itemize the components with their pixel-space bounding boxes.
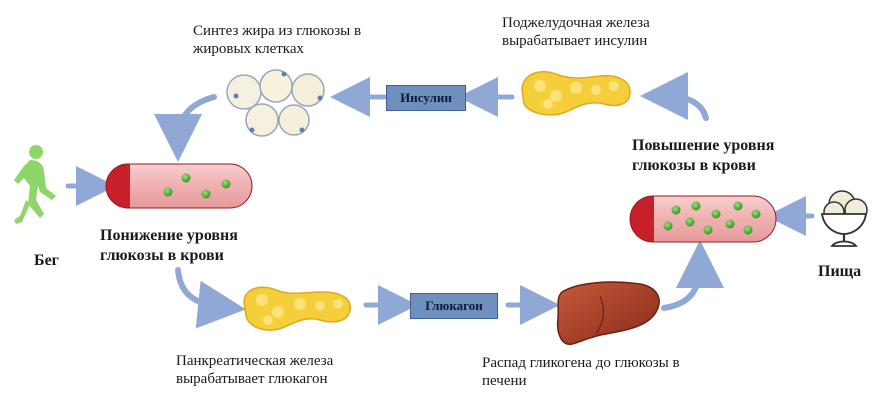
- blood-vessel-high: [629, 195, 777, 243]
- flow-arrows: [65, 72, 815, 329]
- glycogen-breakdown-caption: Распад гликогена до глюкозы в печени: [482, 355, 680, 389]
- ice-cream-icon: [820, 190, 868, 247]
- runner-icon: [14, 145, 56, 224]
- liver-organ: [556, 281, 660, 345]
- glucose-drop-caption: Понижение уровня глюкозы в крови: [100, 227, 238, 264]
- insulin-label: Инсулин: [400, 90, 452, 105]
- pancreas-insulin-caption: Поджелудочная железа вырабатывает инсули…: [502, 15, 650, 49]
- pancreas-glucagon-caption: Панкреатическая железа вырабатывает глюк…: [176, 353, 334, 387]
- arrow-rise-to-pancreas-insulin: [640, 72, 709, 121]
- food-caption: Пища: [818, 263, 862, 280]
- arrow-vessel-to-pancreas-glucagon: [175, 267, 246, 329]
- arrow-fat-cells-to-vessel: [154, 94, 217, 162]
- running-caption: Бег: [34, 252, 59, 269]
- fat-synthesis-caption: Синтез жира из глюкозы в жировых клетках: [193, 23, 362, 57]
- pancreas-glucagon-organ: [243, 286, 351, 331]
- fat-cells: [226, 69, 325, 137]
- arrow-liver-to-vessel: [661, 240, 724, 311]
- blood-vessel-low: [105, 163, 253, 209]
- glucagon-label: Глюкагон: [425, 298, 483, 313]
- pancreas-insulin-organ: [521, 70, 631, 116]
- insulin-box: Инсулин: [386, 85, 466, 111]
- glucose-rise-caption: Повышение уровня глюкозы в крови: [632, 137, 775, 174]
- glucagon-box: Глюкагон: [410, 293, 498, 319]
